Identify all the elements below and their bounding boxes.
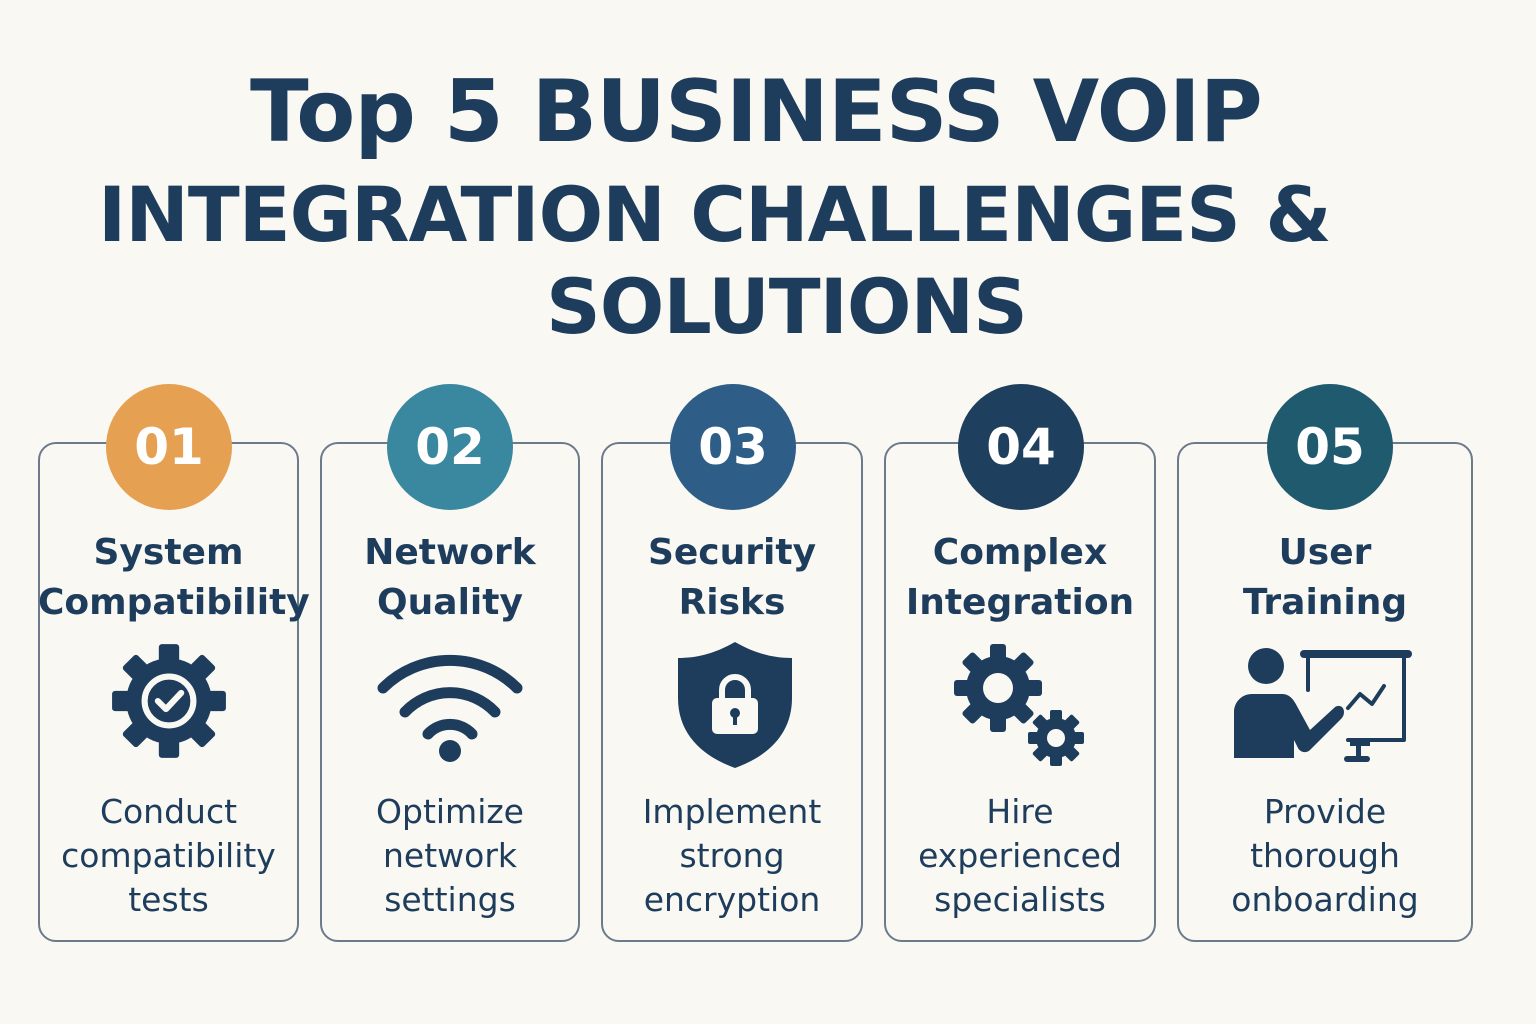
title-line-1: Top 5 BUSINESS VOIP — [250, 62, 1263, 162]
shield-lock-icon — [678, 642, 792, 768]
gears-icon — [954, 644, 1084, 766]
presenter-icon — [1234, 648, 1412, 762]
badge-02: 02 — [387, 384, 513, 510]
wifi-icon — [377, 654, 523, 762]
badge-03: 03 — [670, 384, 796, 510]
badge-01: 01 — [106, 384, 232, 510]
badge-05: 05 — [1267, 384, 1393, 510]
gear-check-icon — [112, 644, 226, 758]
title-line-2: INTEGRATION CHALLENGES & — [98, 170, 1332, 259]
title-line-3: SOLUTIONS — [546, 262, 1028, 351]
badge-04: 04 — [958, 384, 1084, 510]
